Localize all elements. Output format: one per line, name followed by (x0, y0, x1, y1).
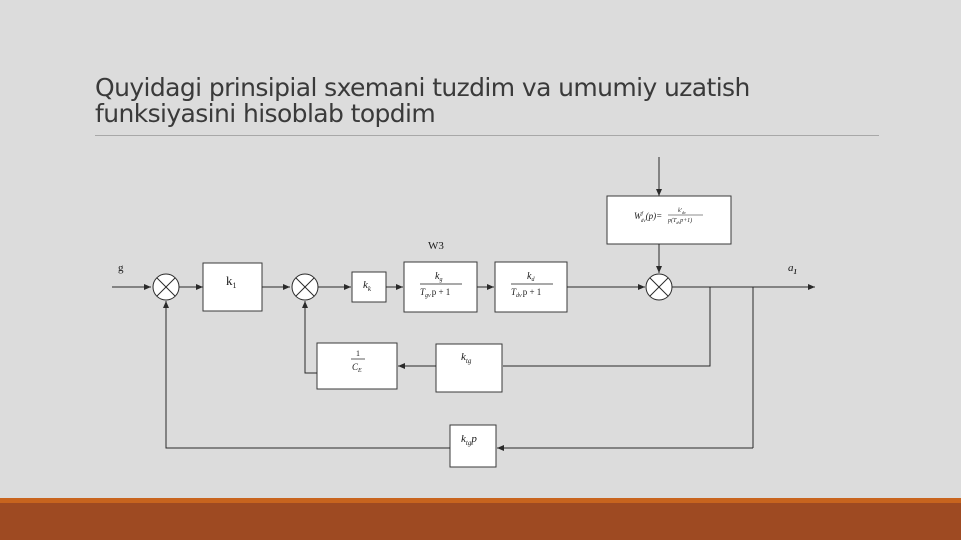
title-line-1: Quyidagi prinsipial sxemani tuzdim va um… (95, 73, 750, 102)
footer-band (0, 498, 961, 540)
title-divider (95, 135, 879, 136)
summing-junction-2 (291, 273, 319, 301)
input-label: g (118, 262, 124, 274)
block-ktg (435, 343, 503, 393)
output-label: a1 (788, 262, 797, 276)
slide-title: Quyidagi prinsipial sxemani tuzdim va um… (95, 75, 895, 127)
group-label-w3: W3 (428, 240, 444, 252)
block-motor-num: kd (527, 271, 535, 283)
block-ce-num: 1 (356, 349, 360, 358)
block-ktg-label: ktg (461, 351, 472, 365)
block-generator-den: Tgvp + 1 (420, 287, 450, 299)
block-disturbance-num: k'dv (678, 208, 686, 215)
arrow-ktgp-to-sum1 (163, 301, 450, 449)
block-disturbance-den: p(Tdvp+1) (667, 217, 692, 225)
block-k1 (202, 262, 263, 312)
block-disturbance (606, 195, 732, 245)
arrow-ce-to-sum2 (302, 301, 317, 374)
block-motor (494, 261, 568, 313)
title-line-2: funksiyasini hisoblab topdim (95, 99, 436, 128)
summing-junction-3 (645, 273, 673, 301)
block-k1-label: k1 (226, 273, 237, 290)
block-ce (316, 342, 398, 390)
block-generator-num: kg (435, 271, 442, 283)
block-kk-label: kk (363, 279, 372, 293)
block-ktgp (449, 424, 497, 468)
inner-feedback-line (503, 287, 711, 367)
summing-junction-1 (152, 273, 180, 301)
block-ce-den: CE (352, 362, 362, 374)
block-motor-den: Tdvp + 1 (511, 287, 541, 299)
block-ktgp-label: ktgp (461, 433, 477, 447)
